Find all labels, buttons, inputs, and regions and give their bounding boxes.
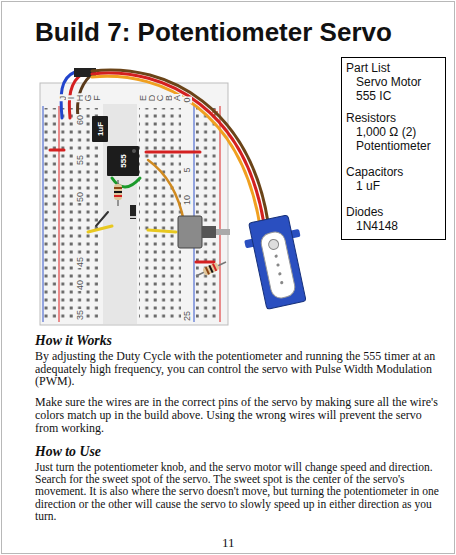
servo-cable xyxy=(92,73,264,224)
potentiometer-symbol xyxy=(202,226,216,238)
potentiometer-symbol xyxy=(178,216,202,248)
row-number: 60 xyxy=(75,114,85,126)
row-number: 45 xyxy=(75,256,85,268)
servo-cable xyxy=(61,68,268,226)
row-number: 25 xyxy=(182,310,192,322)
list-heading: Part List xyxy=(346,61,437,75)
resistor-symbol xyxy=(114,180,226,276)
section-heading: How it Works xyxy=(35,333,443,349)
part-item: Servo Motor xyxy=(356,75,437,89)
resistor-symbol xyxy=(114,184,122,200)
breadboard xyxy=(43,106,44,322)
part-list-box: Part ListServo Motor555 IC Resistors1,000… xyxy=(341,57,446,240)
part-item: 555 IC xyxy=(356,89,437,103)
servo-motor xyxy=(276,263,280,267)
wires xyxy=(196,261,214,264)
section-heading: How to Use xyxy=(35,444,443,460)
servo-motor xyxy=(259,230,296,300)
servo-motor xyxy=(249,215,306,309)
breadboard xyxy=(139,108,181,322)
resistor-symbol xyxy=(114,187,122,189)
servo-cable xyxy=(92,70,268,222)
potentiometer-symbol xyxy=(216,229,230,235)
part-item: 1N4148 xyxy=(356,219,437,233)
page-title: Build 7: Potentiometer Servo xyxy=(35,17,392,47)
capacitor-symbol xyxy=(92,116,108,142)
breadboard xyxy=(44,108,58,322)
paragraph: Just turn the potentiometer knob, and th… xyxy=(35,461,443,523)
column-letter: A xyxy=(172,94,182,102)
chip-label: 555 xyxy=(119,154,128,167)
diode-symbol xyxy=(130,205,136,219)
servo-motor xyxy=(274,254,278,258)
wires xyxy=(88,226,112,232)
wires xyxy=(146,151,200,154)
capacitor-label: 1uF xyxy=(96,122,105,136)
breadboard xyxy=(40,83,228,325)
resistor-symbol xyxy=(205,267,210,275)
ic-chip xyxy=(107,146,139,176)
paragraph: By adjusting the Duty Cycle with the pot… xyxy=(35,350,443,389)
servo-motor xyxy=(268,239,280,251)
part-item: 1 uF xyxy=(356,179,437,193)
breadboard xyxy=(103,104,137,324)
list-heading: Resistors xyxy=(346,111,437,125)
wires xyxy=(148,160,184,222)
diode-symbol xyxy=(130,216,136,218)
resistor-symbol xyxy=(202,262,220,276)
resistor-symbol xyxy=(212,263,217,271)
resistor-symbol xyxy=(208,265,213,273)
breadboard xyxy=(40,83,228,325)
part-item: 1,000 Ω (2) xyxy=(356,125,437,139)
resistor-symbol xyxy=(196,262,226,276)
list-heading: Diodes xyxy=(346,205,437,219)
breadboard xyxy=(196,108,216,322)
resistor-symbol xyxy=(114,191,122,193)
servo-motor xyxy=(241,213,314,311)
servo-motor xyxy=(278,272,282,276)
capacitor-symbol xyxy=(92,116,108,142)
row-number: 5 xyxy=(182,166,192,173)
column-letter: F xyxy=(92,94,102,102)
row-number: 35 xyxy=(75,309,85,321)
part-item: Potentiometer xyxy=(356,139,437,153)
wires xyxy=(96,212,108,226)
breadboard xyxy=(59,106,60,322)
row-number: 55 xyxy=(75,154,85,166)
diode-symbol xyxy=(130,205,136,219)
wires xyxy=(148,230,176,232)
page-number: 11 xyxy=(222,536,235,550)
servo-motor xyxy=(280,281,284,285)
potentiometer-symbol xyxy=(178,216,230,248)
ic-chip xyxy=(132,149,136,153)
row-number: 10 xyxy=(182,194,192,206)
row-number: 50 xyxy=(75,191,85,203)
servo-cable xyxy=(92,76,260,226)
body-text: How it WorksBy adjusting the Duty Cycle … xyxy=(35,333,443,523)
resistor-symbol xyxy=(114,195,122,197)
wires xyxy=(50,149,64,152)
row-number: 0 xyxy=(182,96,192,103)
ic-chip xyxy=(107,146,139,176)
row-number: 40 xyxy=(75,279,85,291)
list-heading: Capacitors xyxy=(346,165,437,179)
paragraph: Make sure the wires are in the correct p… xyxy=(35,396,443,435)
breadboard xyxy=(220,106,221,322)
breadboard xyxy=(194,106,195,322)
